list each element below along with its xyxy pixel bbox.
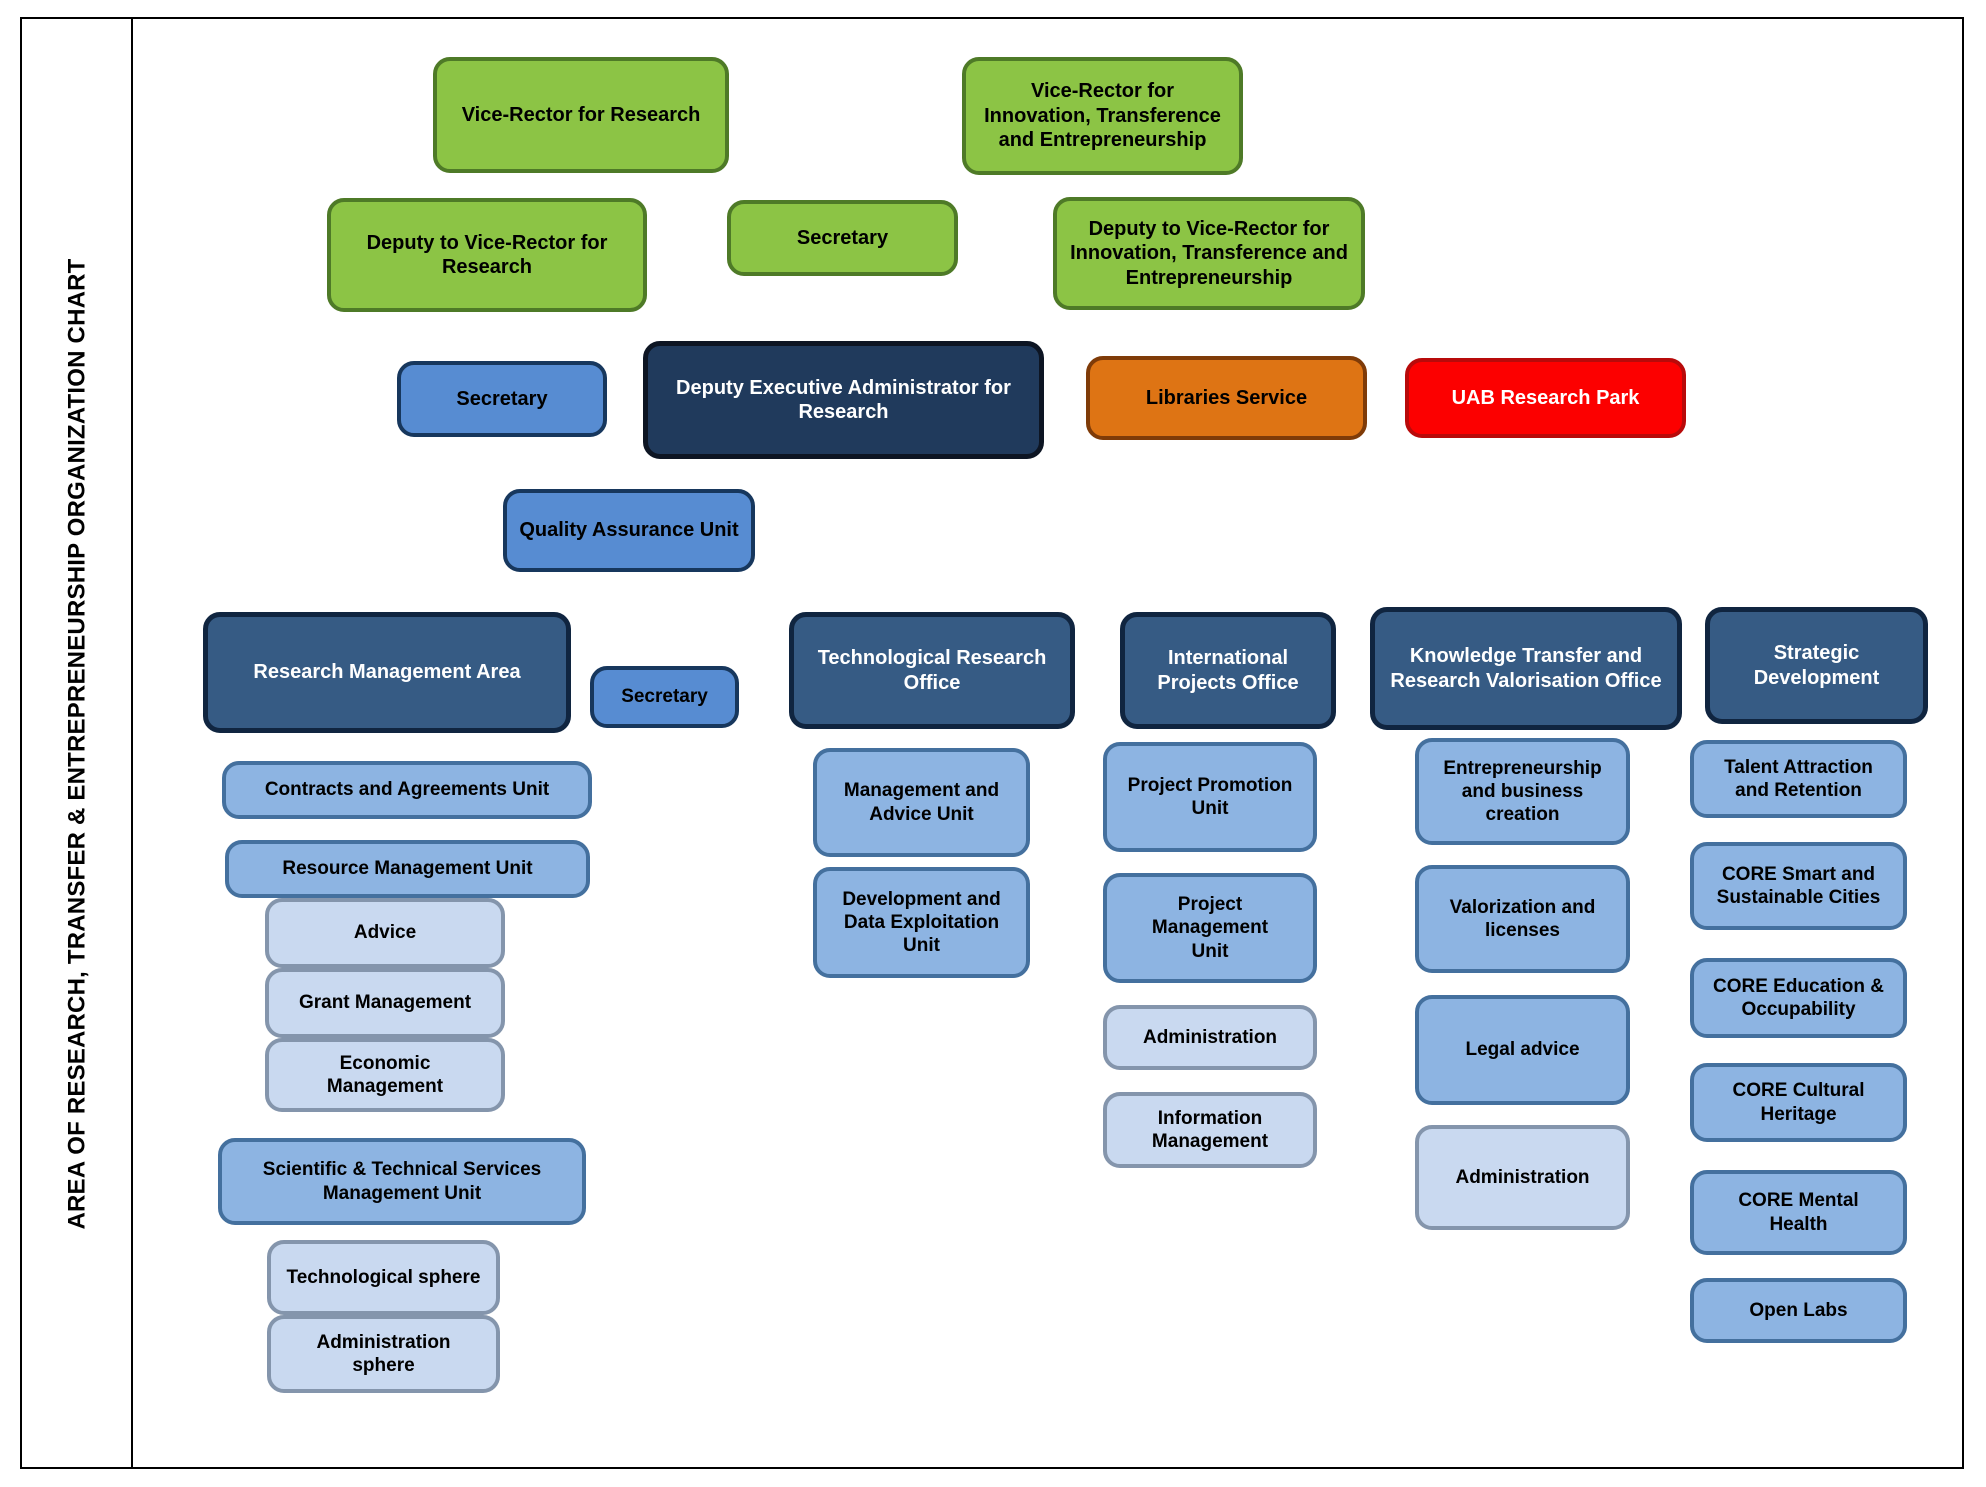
node-core-smart-sustainable-cities: CORE Smart and Sustainable Cities <box>1690 842 1907 930</box>
header-international-projects-office: International Projects Office <box>1120 612 1336 729</box>
node-talent-attraction-retention: Talent Attraction and Retention <box>1690 740 1907 818</box>
node-technological-sphere: Technological sphere <box>267 1240 500 1315</box>
node-deputy-vice-rector-innovation: Deputy to Vice-Rector for Innovation, Tr… <box>1053 197 1365 310</box>
title-divider-line <box>131 17 133 1469</box>
chart-title-vertical: AREA OF RESEARCH, TRANSFER & ENTREPRENEU… <box>28 0 128 1487</box>
node-project-management-unit: Project Management Unit <box>1103 873 1317 983</box>
header-strategic-development: Strategic Development <box>1705 607 1928 724</box>
header-technological-research-office: Technological Research Office <box>789 612 1075 729</box>
node-vice-rector-innovation: Vice-Rector for Innovation, Transference… <box>962 57 1243 175</box>
node-advice: Advice <box>265 898 505 968</box>
node-management-advice-unit: Management and Advice Unit <box>813 748 1030 857</box>
node-ipo-administration: Administration <box>1103 1005 1317 1070</box>
node-secretary-vice-rectors: Secretary <box>727 200 958 276</box>
node-grant-management: Grant Management <box>265 968 505 1038</box>
node-core-mental-health: CORE Mental Health <box>1690 1170 1907 1255</box>
node-secretary-administrator: Secretary <box>397 361 607 437</box>
node-vice-rector-research: Vice-Rector for Research <box>433 57 729 173</box>
node-deputy-executive-administrator: Deputy Executive Administrator for Resea… <box>643 341 1044 459</box>
node-secretary-research-management: Secretary <box>590 666 739 728</box>
node-economic-management: Economic Management <box>265 1038 505 1112</box>
node-development-data-exploitation-unit: Development and Data Exploitation Unit <box>813 867 1030 978</box>
node-valorization-licenses: Valorization and licenses <box>1415 865 1630 973</box>
node-open-labs: Open Labs <box>1690 1278 1907 1343</box>
node-resource-management-unit: Resource Management Unit <box>225 840 590 898</box>
node-deputy-vice-rector-research: Deputy to Vice-Rector for Research <box>327 198 647 312</box>
chart-title: AREA OF RESEARCH, TRANSFER & ENTREPRENEU… <box>64 257 92 1230</box>
node-project-promotion-unit: Project Promotion Unit <box>1103 742 1317 852</box>
header-research-management-area: Research Management Area <box>203 612 571 733</box>
node-information-management: Information Management <box>1103 1092 1317 1168</box>
node-legal-advice: Legal advice <box>1415 995 1630 1105</box>
node-quality-assurance-unit: Quality Assurance Unit <box>503 489 755 572</box>
node-kt-administration: Administration <box>1415 1125 1630 1230</box>
node-contracts-agreements-unit: Contracts and Agreements Unit <box>222 761 592 819</box>
node-entrepreneurship-business-creation: Entrepreneurship and business creation <box>1415 738 1630 845</box>
node-core-education-occupability: CORE Education & Occupability <box>1690 958 1907 1038</box>
header-knowledge-transfer-office: Knowledge Transfer and Research Valorisa… <box>1370 607 1682 730</box>
node-uab-research-park: UAB Research Park <box>1405 358 1686 438</box>
node-administration-sphere: Administration sphere <box>267 1315 500 1393</box>
node-scientific-technical-services-unit: Scientific & Technical Services Manageme… <box>218 1138 586 1225</box>
node-core-cultural-heritage: CORE Cultural Heritage <box>1690 1063 1907 1142</box>
node-libraries-service: Libraries Service <box>1086 356 1367 440</box>
